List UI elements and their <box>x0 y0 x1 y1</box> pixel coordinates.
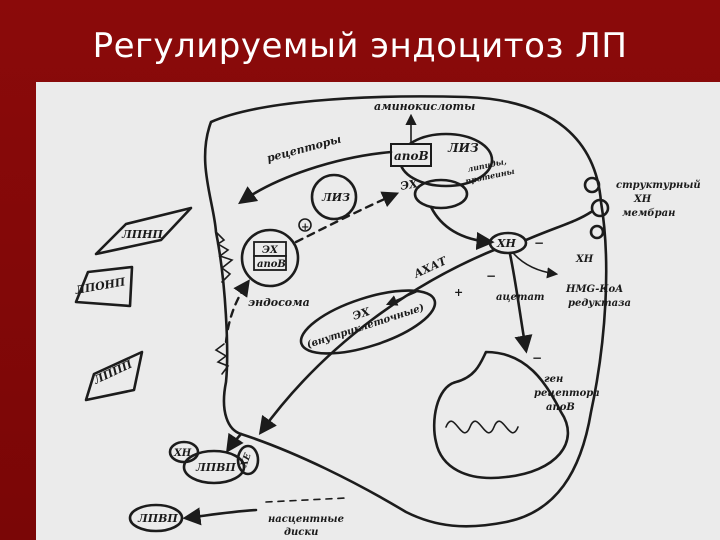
xh-to-hmg-arrow <box>513 253 559 279</box>
plus-1: + <box>301 222 309 233</box>
dna-coil <box>445 420 519 434</box>
acat-to-ex-arrow <box>385 291 417 306</box>
minus-3: − <box>532 351 542 365</box>
membrane-circle-1 <box>583 176 601 194</box>
structural-label-3: мембран <box>622 208 675 219</box>
lysosome-mid-label: ЛИЗ <box>321 191 350 204</box>
dashed-endosome-to-lysosome <box>294 191 400 244</box>
xe-bottom-label: ХЕ <box>239 452 254 469</box>
apob-box-endo <box>253 255 287 271</box>
xh-to-nucleus-arrow <box>508 252 533 354</box>
ex-intra-label-1: ЭХ <box>351 305 372 323</box>
diagram-panel: апоВ ЛИЗ липиды, протеины ЭХ аминокислот… <box>36 82 720 540</box>
ex-intracellular <box>299 289 437 355</box>
lppp-label: ЛППП <box>91 357 135 387</box>
lponp-diamond <box>74 265 134 308</box>
nascent-label-1: насцентные <box>268 514 344 525</box>
gene-label-1: ген <box>544 374 563 385</box>
nascent-dash <box>265 497 347 503</box>
lysosome-to-xh-arrow <box>429 205 495 251</box>
nascent-to-hdl-arrow <box>182 507 258 526</box>
cell-to-hdl-arrow <box>225 432 244 454</box>
lpvp-label-2: ЛПВП <box>137 512 178 525</box>
apob-endo-label: апоВ <box>257 259 286 270</box>
hdl-xe-blob <box>236 444 260 476</box>
ex-top-label: ЭХ <box>399 177 419 193</box>
slide-title: Регулируемый эндоцитоз ЛП <box>92 26 628 66</box>
membrane-circle-2 <box>590 198 610 218</box>
structural-label-2: ХН <box>633 194 652 205</box>
hdl-small <box>128 503 184 533</box>
endosome <box>240 228 300 288</box>
hdl-large <box>182 449 246 485</box>
hmg-label-2: редуктаза <box>568 298 631 309</box>
nascent-label-2: диски <box>284 527 318 538</box>
lpnp-diamond <box>94 206 193 256</box>
xh-center-label: ХН <box>496 237 517 250</box>
acat-label: АХАТ <box>411 254 450 281</box>
aminoacids-label: аминокислоты <box>374 100 475 113</box>
minus-1: − <box>534 236 544 250</box>
endosome-label: эндосома <box>248 296 310 309</box>
apob-top-label: апоВ <box>394 149 429 163</box>
hmg-label-1: HMG-КоА <box>565 284 623 295</box>
xh-center-node <box>488 231 528 255</box>
xh-to-membrane-arrow <box>524 210 593 242</box>
receptors-arrow <box>238 150 393 205</box>
receptors-label: рецепторы <box>265 133 342 165</box>
apob-box-top <box>390 143 432 167</box>
coated-pit <box>215 231 234 283</box>
acetate-label: ацетат <box>496 292 545 303</box>
lysosome-top-label: ЛИЗ <box>447 141 479 155</box>
gene-label-3: апоВ <box>546 402 575 413</box>
plus-circle <box>298 218 312 232</box>
lpnp-label: ЛПНП <box>121 228 164 241</box>
coated-pit-lower <box>214 343 230 375</box>
xh-bottom-label: ХН <box>173 448 192 459</box>
lponp-label: ЛПОНП <box>73 275 127 297</box>
xh-to-acat-long-arrow <box>258 248 496 435</box>
gene-label-2: рецептора <box>534 388 600 399</box>
membrane-circle-3 <box>589 224 605 240</box>
nucleus <box>432 350 570 480</box>
lppp-diamond <box>84 350 144 402</box>
plus-2: + <box>454 286 463 299</box>
structural-label-1: структурный <box>616 180 701 191</box>
ex-endo-label: ЭХ <box>262 245 279 256</box>
minus-2: − <box>486 269 496 283</box>
dashed-pit-to-endosome <box>224 279 250 344</box>
xh-right-label: ХН <box>575 254 594 265</box>
endocytosis-diagram: апоВ ЛИЗ липиды, протеины ЭХ аминокислот… <box>73 95 701 538</box>
lpvp-label-1: ЛПВП <box>195 461 236 474</box>
lysosome-mid <box>310 173 358 221</box>
lysosome-top-tail <box>413 178 469 210</box>
